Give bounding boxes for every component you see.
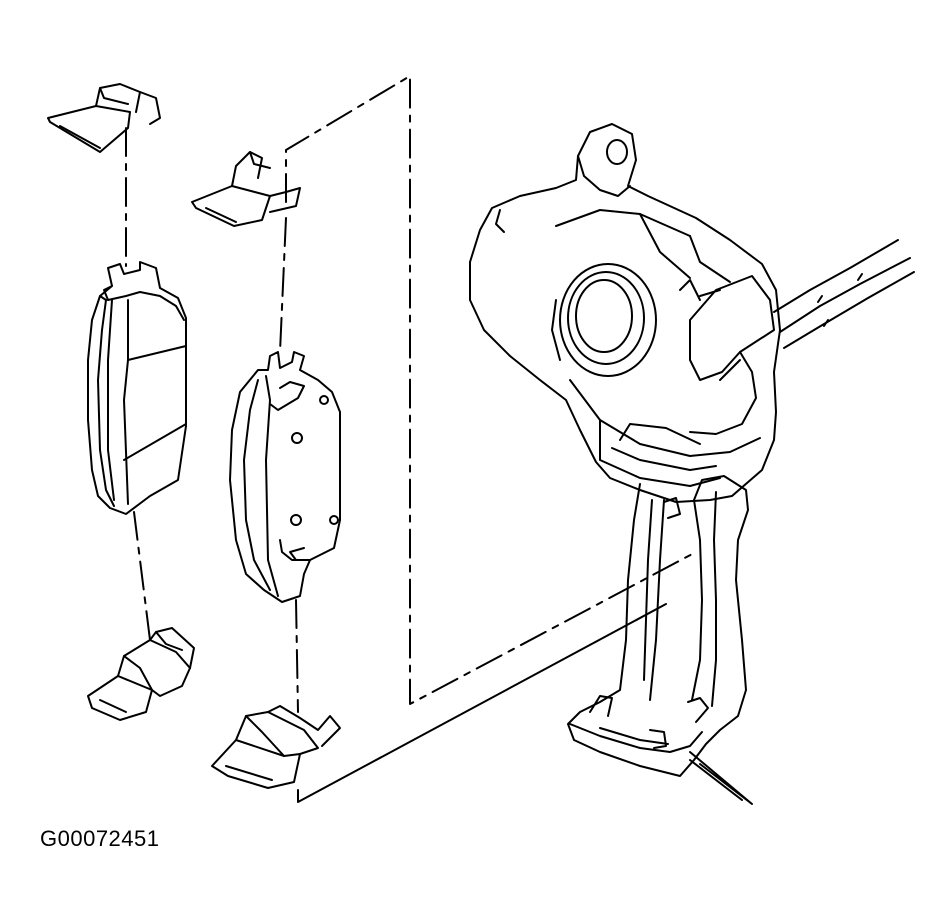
brake-hose <box>773 239 915 349</box>
caliper-housing <box>469 123 781 503</box>
outer-lower-pad-clip <box>87 627 195 721</box>
caliper-bracket <box>567 475 749 777</box>
figure-id-label: G00072451 <box>40 826 160 851</box>
inner-lower-pad-clip <box>211 705 341 789</box>
outer-brake-pad <box>87 261 187 515</box>
inner-brake-pad <box>229 351 341 603</box>
bleeder-pointer <box>689 751 753 805</box>
inner-upper-pad-clip <box>191 151 301 227</box>
outer-upper-pad-clip <box>47 83 161 153</box>
alignment-lines <box>125 75 697 803</box>
